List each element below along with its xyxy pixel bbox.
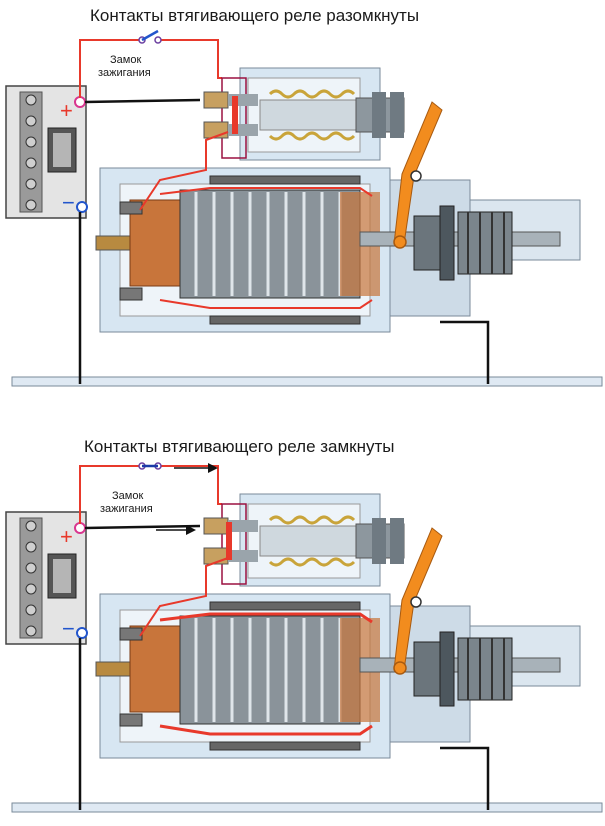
control-wire-right [158, 465, 222, 505]
panel-closed-contacts: + − [0, 426, 605, 826]
relay-contacts [226, 522, 232, 560]
minus-sign: − [62, 616, 75, 641]
ground-bar [11, 376, 603, 387]
starter-diagram: + − [5, 462, 603, 813]
negative-terminal [76, 201, 88, 213]
starter-diagram: + − [5, 29, 603, 387]
switch-label-line1: Замок [112, 490, 144, 502]
lever-icon [393, 527, 443, 675]
control-wire-left [79, 465, 142, 524]
battery-icon [5, 85, 87, 219]
motor-feed-wire [139, 557, 229, 637]
switch-label-line2: зажигания [100, 503, 153, 515]
minus-sign: − [62, 190, 75, 215]
switch-label-line2: зажигания [98, 67, 151, 79]
solenoid-icon [203, 67, 405, 161]
field-winding-top [159, 612, 373, 624]
armature-icon [95, 189, 561, 301]
pinion-gear-icon [413, 631, 513, 707]
plus-sign: + [60, 524, 73, 549]
control-wire-left [79, 39, 142, 98]
state-title: Контакты втягивающего реле замкнуты [84, 437, 395, 456]
housing-ground-wire [440, 746, 490, 810]
main-power-wire [84, 98, 201, 104]
switch-label-line1: Замок [110, 54, 142, 66]
positive-terminal [74, 522, 86, 534]
panel-open-contacts: + − [0, 0, 605, 400]
ignition-switch-icon [138, 29, 162, 44]
motor-feed-wire [139, 131, 229, 211]
field-winding-top [159, 187, 373, 197]
relay-contacts [232, 96, 238, 134]
pinion-gear-icon [413, 205, 513, 281]
solenoid-icon [203, 493, 405, 587]
main-power-wire [84, 524, 201, 530]
field-winding-bottom [159, 299, 373, 309]
control-wire-right [158, 39, 222, 79]
positive-terminal [74, 96, 86, 108]
plus-sign: + [60, 98, 73, 123]
battery-icon [5, 511, 87, 645]
lever-icon [393, 101, 443, 249]
state-title: Контакты втягивающего реле разомкнуты [90, 6, 420, 25]
arrow-right-icon [156, 463, 218, 535]
field-winding-bottom [159, 724, 373, 736]
ignition-switch-icon [138, 462, 162, 470]
ground-bar [11, 802, 603, 813]
negative-terminal [76, 627, 88, 639]
housing-ground-wire [440, 320, 490, 384]
